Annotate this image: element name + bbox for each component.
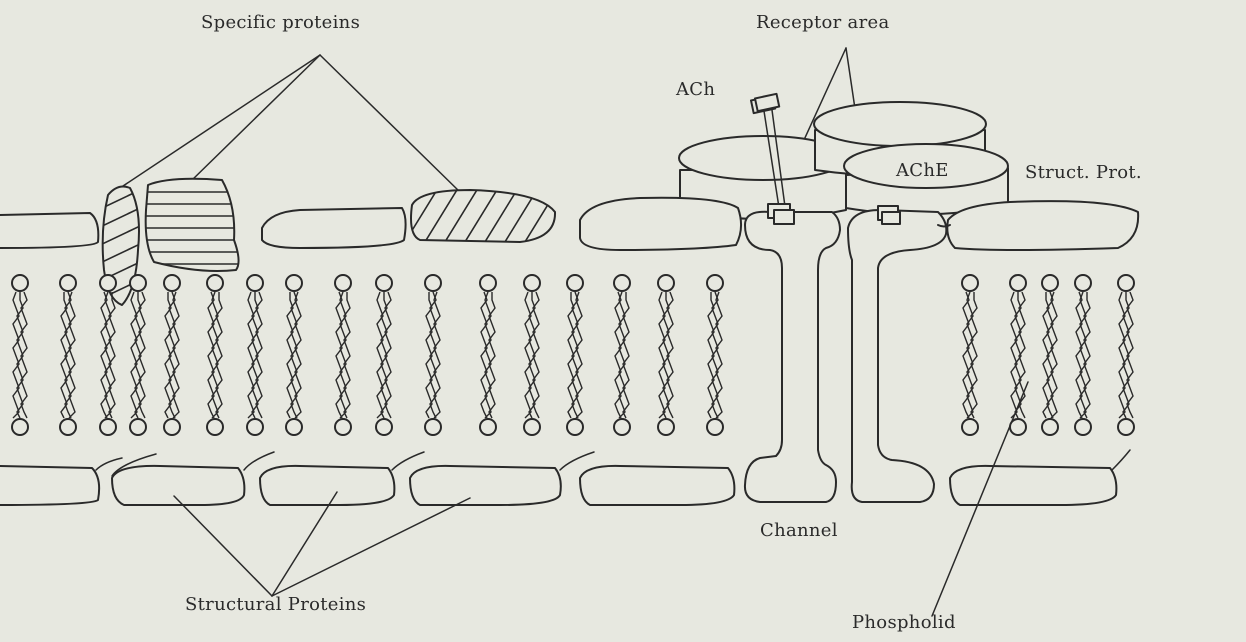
receptor-area-label: Receptor area	[756, 12, 889, 33]
phospholipid	[1042, 275, 1058, 435]
phospholipid	[524, 275, 540, 435]
ache-label: AChE	[896, 160, 949, 181]
ach-label: ACh	[676, 79, 715, 100]
phospholipid	[658, 275, 674, 435]
struct-prot-label: Struct. Prot.	[1025, 162, 1142, 183]
phospholipid	[335, 275, 351, 435]
phospholipid	[425, 275, 441, 435]
phospholipid	[962, 275, 978, 435]
phospholipid	[567, 275, 583, 435]
specific-protein-vertical	[98, 187, 140, 318]
specific-protein-striped	[140, 179, 245, 271]
phospholipid	[12, 275, 28, 435]
phospholipid	[614, 275, 630, 435]
phospholipid	[130, 275, 146, 435]
phospholipid	[207, 275, 223, 435]
bottom-structural-blocks	[0, 450, 1130, 505]
phospholipid	[1010, 275, 1026, 435]
phospholipid	[164, 275, 180, 435]
channel-label: Channel	[760, 520, 838, 541]
specific-proteins-pointers	[108, 55, 462, 196]
specific-protein-flat	[400, 185, 560, 250]
structural-proteins-pointers	[174, 492, 470, 596]
phospholipid	[480, 275, 496, 435]
phospholipid	[247, 275, 263, 435]
phospholid-label: Phospholid	[852, 612, 956, 633]
phospholipid	[60, 275, 76, 435]
phospholipid	[1118, 275, 1134, 435]
ache-discs	[679, 102, 1008, 219]
channel-proteins	[745, 204, 950, 502]
phospholipid	[286, 275, 302, 435]
phospholipid	[707, 275, 723, 435]
phospholipid-layer	[12, 275, 1134, 435]
phospholipid	[376, 275, 392, 435]
structural-proteins-label: Structural Proteins	[185, 594, 366, 615]
phospholipid	[1075, 275, 1091, 435]
specific-proteins-label: Specific proteins	[201, 12, 360, 33]
